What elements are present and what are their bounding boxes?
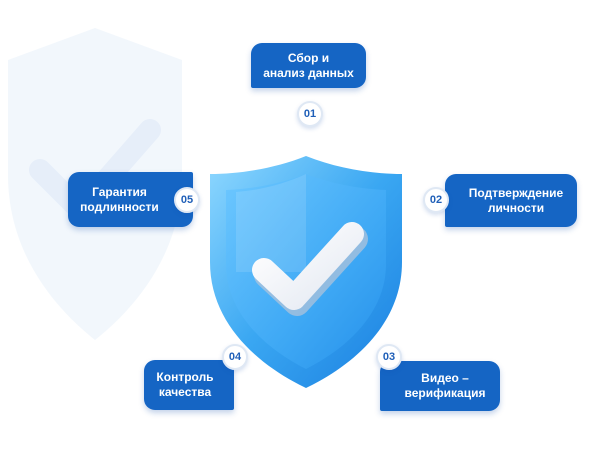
- step-3-number: 03: [376, 344, 402, 370]
- step-1-label: Сбор и анализ данных: [263, 50, 354, 80]
- step-2-label: Подтверждение личности: [468, 185, 564, 215]
- step-2-box: Подтверждение личности: [445, 174, 577, 227]
- step-1-number: 01: [297, 101, 323, 127]
- step-2-number: 02: [423, 187, 449, 213]
- step-4-number: 04: [222, 344, 248, 370]
- step-3-label: Видео – верификация: [404, 371, 486, 400]
- step-5-label: Гарантия подлинности: [80, 184, 159, 214]
- step-3-box: Видео – верификация: [380, 361, 500, 411]
- step-4-box: Контроль качества: [144, 360, 234, 410]
- shield-check-icon: [210, 156, 402, 388]
- step-5-number: 05: [174, 187, 200, 213]
- step-5-box: Гарантия подлинности: [68, 172, 193, 227]
- step-1-box: Сбор и анализ данных: [251, 43, 366, 88]
- step-4-label: Контроль качества: [156, 370, 214, 399]
